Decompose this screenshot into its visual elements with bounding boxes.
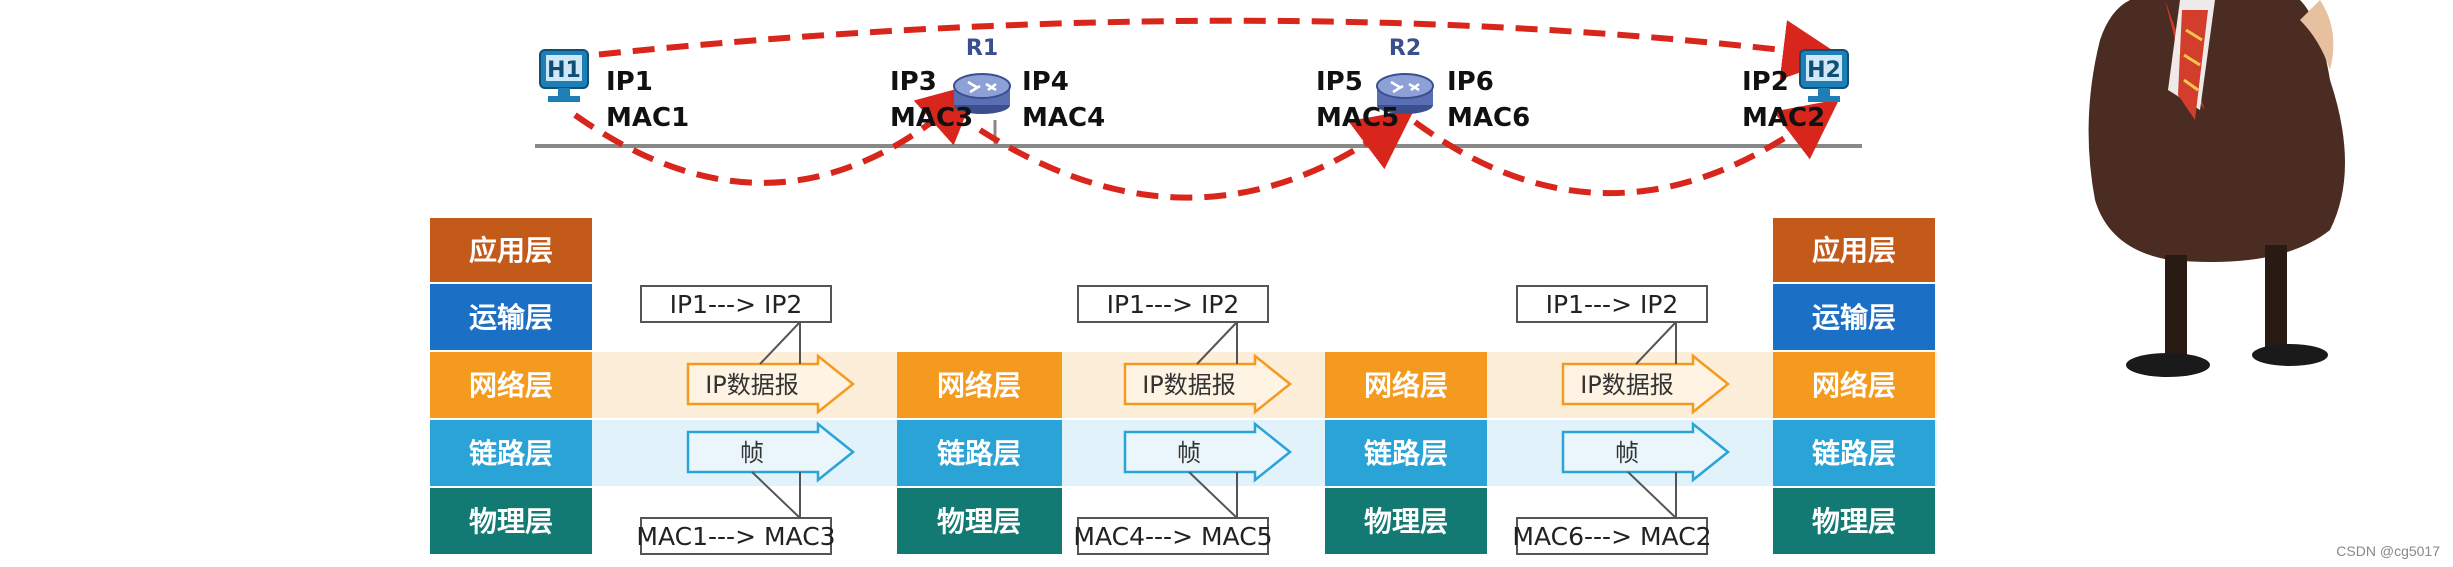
- mac-callout-3: MAC6---> MAC2: [1512, 471, 1712, 555]
- mac-callout-text-1: MAC1---> MAC3: [636, 522, 835, 551]
- mac-callout-2: MAC4---> MAC5: [1073, 471, 1273, 555]
- router-r1-icon: R1: [953, 36, 1011, 114]
- stack-r2: 网络层 链路层 物理层: [1325, 352, 1487, 554]
- stack-h2: 应用层 运输层 网络层 链路层 物理层: [1773, 218, 1935, 554]
- addr-ip3: IP3: [890, 67, 937, 97]
- h2-network-layer: 网络层: [1812, 369, 1896, 402]
- hop-arc-2: [978, 109, 1415, 201]
- addr-mac1: MAC1: [606, 103, 689, 133]
- host-h1-icon: H1: [539, 49, 589, 102]
- frame-label-2: 帧: [1177, 439, 1201, 467]
- addr-ip2: IP2: [1742, 67, 1789, 97]
- frame-label-3: 帧: [1615, 439, 1639, 467]
- ip-callout-2: IP1---> IP2: [1077, 285, 1269, 365]
- stack-r1: 网络层 链路层 物理层: [897, 352, 1062, 554]
- host-h1-label: H1: [547, 58, 581, 83]
- ip-callout-3: IP1---> IP2: [1516, 285, 1708, 365]
- r2-network-layer: 网络层: [1364, 369, 1448, 402]
- h1-link-layer: 链路层: [469, 437, 553, 470]
- frame-arrow-1: 帧: [686, 421, 856, 483]
- host-h2-icon: H2: [1799, 49, 1849, 102]
- h2-link-layer: 链路层: [1812, 437, 1896, 470]
- ip-callout-1: IP1---> IP2: [640, 285, 832, 365]
- addr-mac4: MAC4: [1022, 103, 1105, 133]
- ip-packet-label-3: IP数据报: [1580, 371, 1674, 399]
- cartoon-presenter-illustration: [2088, 0, 2345, 377]
- ip-packet-arrow-1: IP数据报: [686, 353, 856, 415]
- ip-callout-text-2: IP1---> IP2: [1107, 290, 1240, 319]
- addr-ip1: IP1: [606, 67, 653, 97]
- hop-arc-3: [1413, 99, 1840, 196]
- addr-ip6: IP6: [1447, 67, 1494, 97]
- h1-network-layer: 网络层: [469, 369, 553, 402]
- end-to-end-path: [564, 17, 1843, 80]
- mac-callout-text-2: MAC4---> MAC5: [1073, 522, 1272, 551]
- router-r1-label: R1: [966, 36, 998, 61]
- frame-label-1: 帧: [740, 439, 764, 467]
- router-r2-icon: R2: [1376, 36, 1434, 114]
- r2-physical-layer: 物理层: [1364, 505, 1448, 538]
- watermark: CSDN @cg5017: [2336, 543, 2440, 559]
- r1-physical-layer: 物理层: [937, 505, 1021, 538]
- addr-ip4: IP4: [1022, 67, 1069, 97]
- mac-callout-text-3: MAC6---> MAC2: [1512, 522, 1711, 551]
- addr-mac5: MAC5: [1316, 103, 1399, 133]
- addr-mac3: MAC3: [890, 103, 973, 133]
- h2-application-layer: 应用层: [1812, 234, 1896, 267]
- ip-callout-text-3: IP1---> IP2: [1546, 290, 1679, 319]
- ip-packet-arrow-3: IP数据报: [1561, 353, 1731, 415]
- mac-callout-1: MAC1---> MAC3: [636, 471, 836, 555]
- frame-arrow-3: 帧: [1561, 421, 1731, 483]
- r2-link-layer: 链路层: [1364, 437, 1448, 470]
- host-h2-label: H2: [1807, 58, 1841, 83]
- stack-h1: 应用层 运输层 网络层 链路层 物理层: [430, 218, 592, 554]
- h1-physical-layer: 物理层: [469, 505, 553, 538]
- r1-network-layer: 网络层: [937, 369, 1021, 402]
- ip-callout-text-1: IP1---> IP2: [670, 290, 803, 319]
- hop-arc-1: [573, 83, 979, 186]
- h2-transport-layer: 运输层: [1812, 301, 1896, 334]
- r1-link-layer: 链路层: [937, 437, 1021, 470]
- addr-ip5: IP5: [1316, 67, 1363, 97]
- h2-physical-layer: 物理层: [1812, 505, 1896, 538]
- ip-packet-label-2: IP数据报: [1142, 371, 1236, 399]
- frame-arrow-2: 帧: [1123, 421, 1293, 483]
- addr-mac6: MAC6: [1447, 103, 1530, 133]
- router-r2-label: R2: [1389, 36, 1421, 61]
- addr-mac2: MAC2: [1742, 103, 1825, 133]
- h1-transport-layer: 运输层: [469, 301, 553, 334]
- h1-application-layer: 应用层: [469, 234, 553, 267]
- ip-packet-arrow-2: IP数据报: [1123, 353, 1293, 415]
- ip-packet-label-1: IP数据报: [705, 371, 799, 399]
